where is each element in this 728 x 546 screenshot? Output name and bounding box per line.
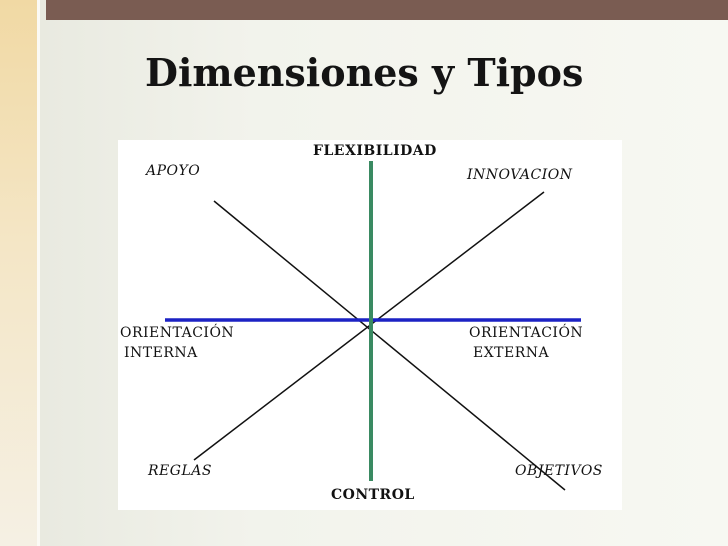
orientacion-externa-label-line2: EXTERNA <box>473 345 550 361</box>
quadrant-reglas-label: REGLAS <box>148 463 212 479</box>
dimensions-diagram: FLEXIBILIDAD APOYO INNOVACION ORIENTACIÓ… <box>118 140 622 510</box>
diagonal-apoyo-objetivos <box>213 200 566 491</box>
flexibilidad-label: FLEXIBILIDAD <box>313 143 437 159</box>
top-accent-bar <box>46 0 728 20</box>
control-label: CONTROL <box>331 487 415 503</box>
quadrant-objetivos-label: OBJETIVOS <box>515 463 603 479</box>
quadrant-apoyo-label: APOYO <box>146 163 201 179</box>
orientacion-interna-label-line1: ORIENTACIÓN <box>120 325 235 341</box>
orientacion-externa-label-line1: ORIENTACIÓN <box>469 325 584 341</box>
orientacion-interna-label-line2: INTERNA <box>124 345 198 361</box>
left-decorative-stripe <box>0 0 40 546</box>
diagram-lines <box>165 161 581 491</box>
quadrant-innovacion-label: INNOVACION <box>467 167 573 183</box>
slide-title: Dimensiones y Tipos <box>145 50 584 95</box>
